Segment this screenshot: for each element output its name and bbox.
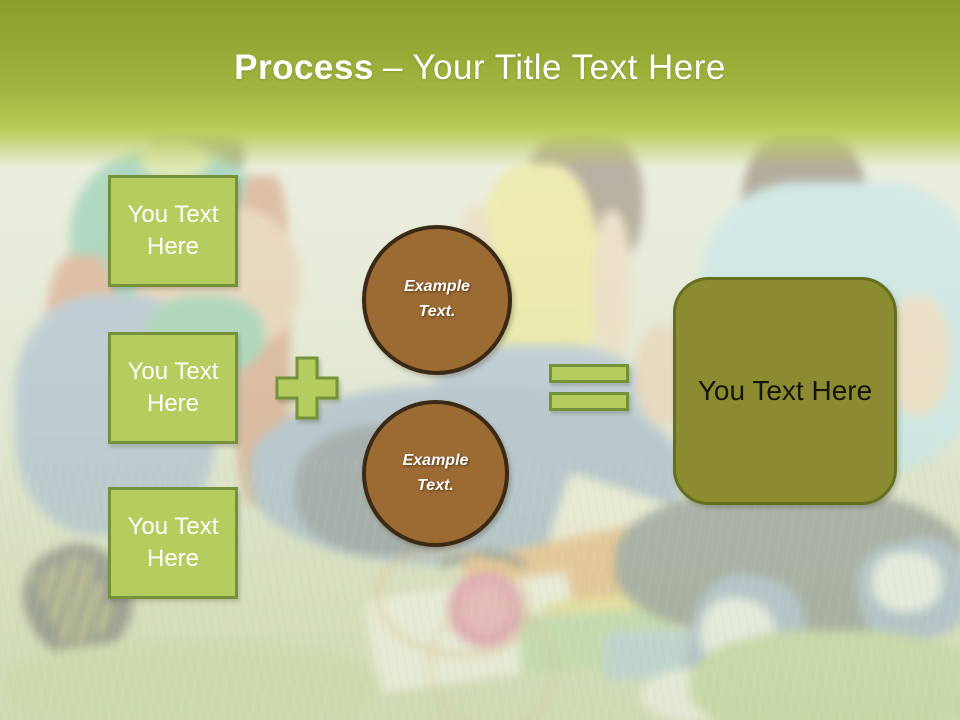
photo-blue-sneaker-right-laces [872,552,942,612]
input-box-2[interactable]: You Text Here [108,332,238,444]
result-box[interactable]: You Text Here [673,277,897,505]
example-circle-2[interactable]: Example Text. [362,400,509,547]
photo-center-girl-arm-right [593,210,631,360]
example-circle-1[interactable]: Example Text. [362,225,512,375]
photo-headphones-earcup-inner [462,585,510,633]
photo-grass-patch-bottom-right [690,630,960,720]
header-gradient-band [0,0,960,168]
equals-icon [549,364,629,383]
plus-icon [275,356,339,420]
slide-title-rest: – Your Title Text Here [382,48,726,87]
photo-headphones-band [425,550,541,626]
input-box-1[interactable]: You Text Here [108,175,238,287]
slide-title-bold: Process [234,48,374,87]
equals-icon-bar-2 [549,392,629,411]
photo-grass-patch-bottom-left [0,640,380,720]
slide-title[interactable]: Process– Your Title Text Here [0,48,960,88]
input-box-3[interactable]: You Text Here [108,487,238,599]
